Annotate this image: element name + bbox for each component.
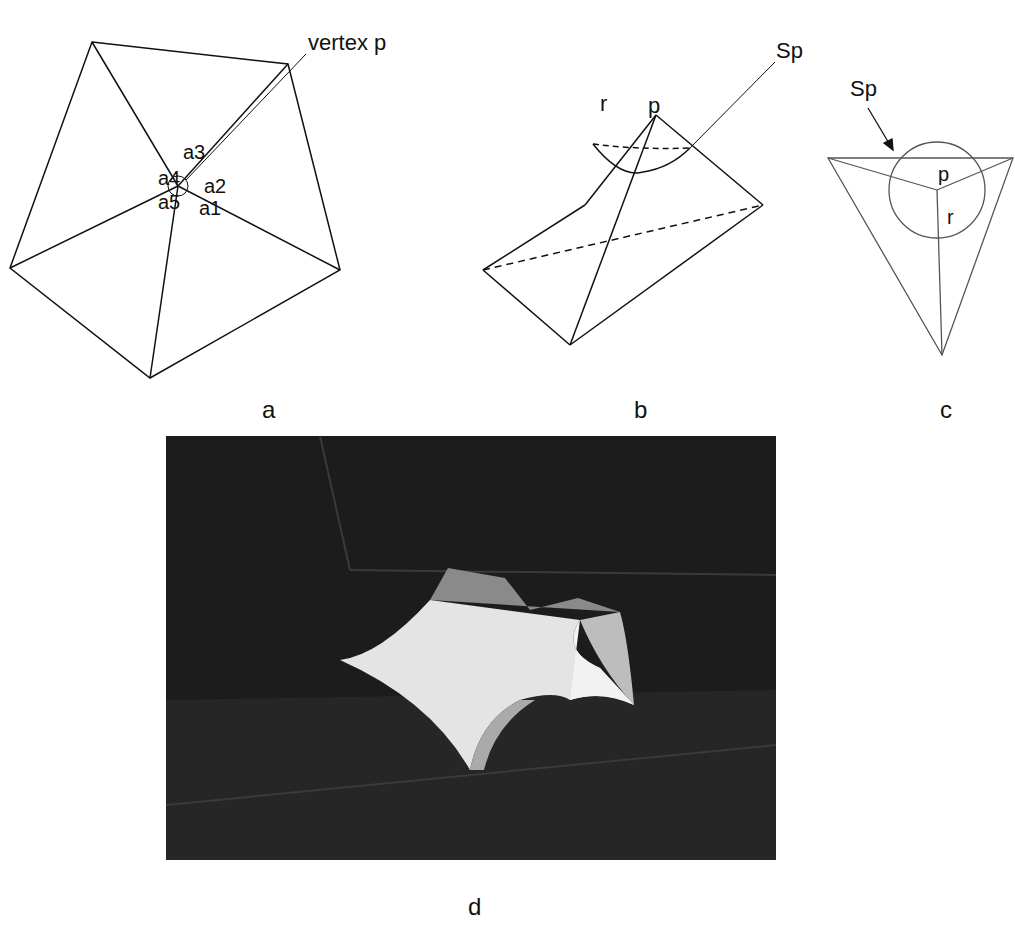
figure-label: a5 (158, 192, 180, 212)
figure-label: r (947, 207, 954, 227)
panel-label: d (468, 895, 481, 919)
panel-label: a (262, 398, 275, 422)
figure-label: r (600, 93, 607, 115)
star-polygon (10, 42, 340, 378)
figure-label: a3 (183, 142, 205, 162)
triangle-view (828, 108, 1013, 355)
figure-label: p (648, 95, 660, 117)
figure-label: a4 (158, 168, 180, 188)
pyramid (483, 62, 775, 345)
figure-label: Sp (850, 78, 877, 100)
figure-label: p (938, 164, 949, 184)
panel-label: c (940, 398, 952, 422)
figure-label: vertex p (308, 32, 386, 54)
figure-label: a2 (204, 176, 226, 196)
photo (166, 436, 776, 860)
panel-label: b (634, 398, 647, 422)
figure-label: a1 (199, 198, 221, 218)
figure-label: Sp (776, 40, 803, 62)
